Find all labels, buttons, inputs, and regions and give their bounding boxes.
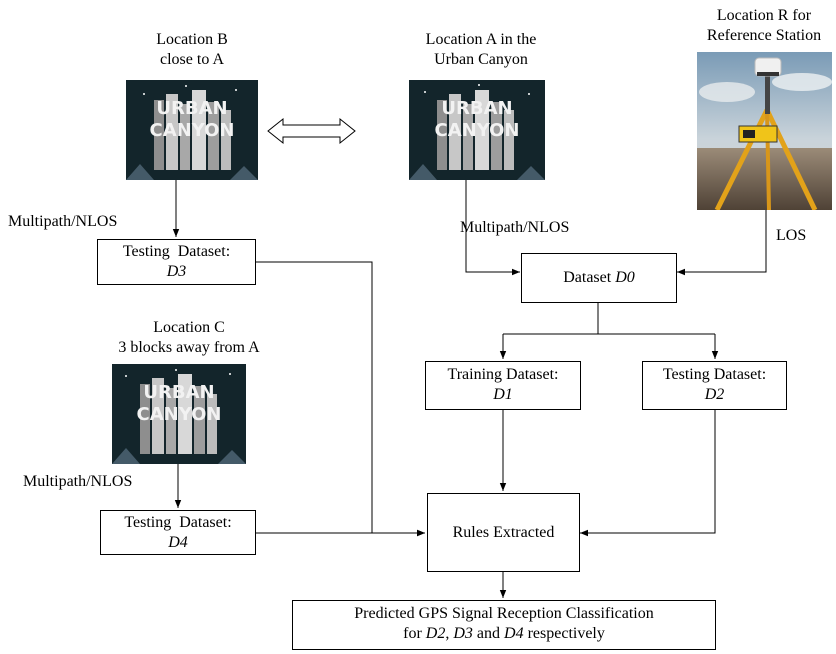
box-d4-title: Testing Dataset: (124, 514, 232, 531)
canyon-logo-text: CANYON (150, 120, 235, 141)
box-d1-name: D1 (493, 386, 513, 403)
testing-dataset-d3-box: Testing Dataset: D3 (97, 239, 256, 285)
edge-label-multipath-b: Multipath/NLOS (8, 213, 118, 230)
edge-label-los: LOS (776, 227, 807, 244)
box-d2-title: Testing Dataset: (662, 366, 767, 383)
rules-extracted-box: Rules Extracted (427, 493, 580, 572)
testing-dataset-d2-box: Testing Dataset: D2 (642, 361, 787, 410)
edge-label-multipath-c: Multipath/NLOS (23, 473, 133, 490)
arrow-r-to-d0 (677, 210, 767, 276)
edge-label-multipath-a: Multipath/NLOS (460, 219, 570, 236)
box-d4-name: D4 (168, 534, 188, 551)
canyon-logo-text: CANYON (435, 120, 520, 141)
box-d1-title: Training Dataset: (447, 366, 559, 383)
predicted-classification-box: Predicted GPS Signal Reception Classific… (292, 600, 716, 650)
urban-logo-text: URBAN (156, 98, 227, 119)
box-d0-prefix: Dataset (563, 269, 616, 286)
dataset-d0-box: Dataset D0 (521, 253, 677, 303)
box-d2-name: D2 (704, 386, 725, 403)
arrow-d2-to-rules (580, 410, 716, 537)
training-dataset-d1-box: Training Dataset: D1 (425, 361, 581, 410)
box-rules-label: Rules Extracted (452, 524, 555, 541)
urban-logo-text: URBAN (441, 98, 512, 119)
box-d3-name: D3 (166, 263, 187, 280)
arrow-a-to-d0 (465, 180, 520, 276)
urban-canyon-image-c: URBAN CANYON (112, 364, 246, 464)
urban-logo-text: URBAN (143, 382, 214, 403)
box-predicted-line2: for D2, D3 and D4 respectively (403, 625, 605, 642)
testing-dataset-d4-box: Testing Dataset: D4 (100, 510, 256, 555)
box-predicted-line1: Predicted GPS Signal Reception Classific… (354, 605, 654, 622)
box-d3-title: Testing Dataset: (122, 243, 231, 260)
box-d0-name: D0 (615, 269, 635, 286)
canyon-logo-text: CANYON (137, 404, 222, 425)
arrow-d3-to-rules (256, 261, 425, 537)
reference-station-image (697, 52, 832, 210)
urban-canyon-image-a: URBAN CANYON (409, 80, 545, 180)
urban-canyon-image-b: URBAN CANYON (126, 80, 258, 180)
bidirectional-arrow (267, 117, 356, 145)
